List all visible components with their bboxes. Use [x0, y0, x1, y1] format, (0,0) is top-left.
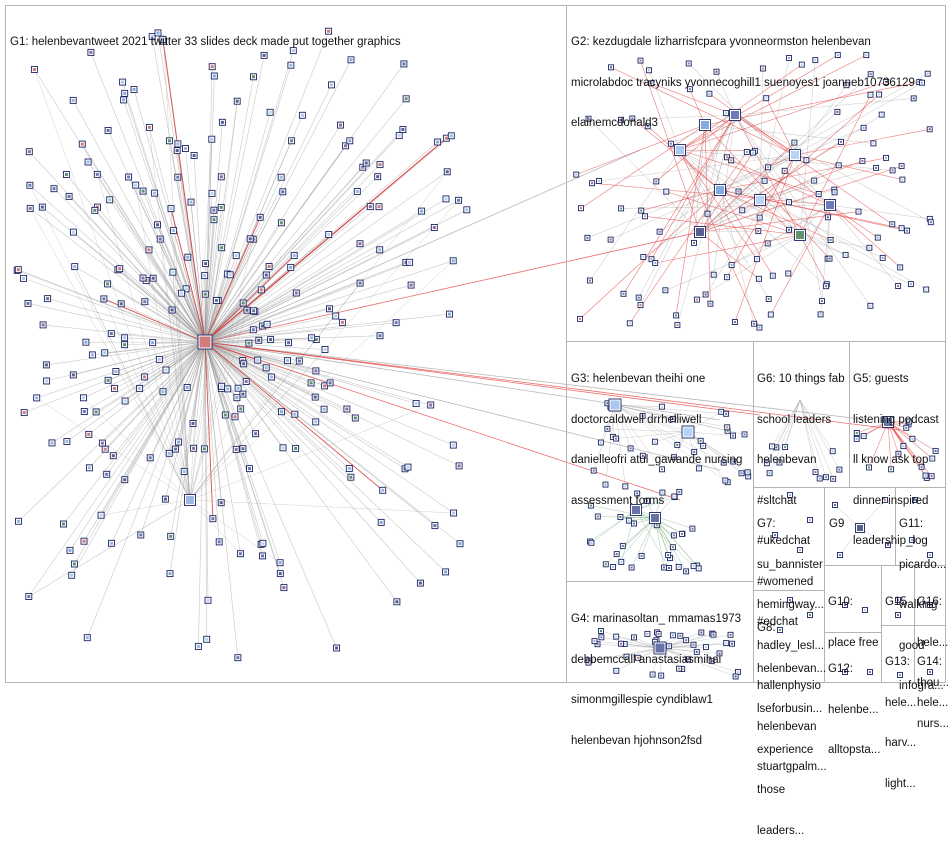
label-line: hele... [885, 697, 916, 711]
label-line: helenbe... [828, 704, 880, 718]
group-box-g12 [824, 632, 882, 683]
label-line: light... [885, 778, 916, 792]
group-box-g11 [895, 487, 946, 566]
label-line: stuartgpalm... [757, 761, 827, 775]
group-box-g3 [566, 341, 754, 582]
label-line: harv... [885, 737, 916, 751]
group-box-g8 [753, 590, 825, 683]
network-graph-canvas: G1: helenbevantweet 2021 twitter 33 slid… [0, 0, 950, 688]
label-line: helenbevan [757, 721, 827, 735]
group-box-g4 [566, 581, 754, 683]
group-box-g10 [824, 565, 882, 633]
group-box-g7 [753, 487, 825, 591]
group-box-g15 [881, 565, 915, 626]
label-line: leaders... [757, 825, 826, 839]
group-box-g9 [824, 487, 896, 566]
label-line: experience [757, 744, 826, 758]
group-box-g14 [914, 625, 946, 683]
label-line: nurs... [917, 718, 949, 732]
group-box-g1 [5, 5, 567, 683]
label-line: lseforbusin... [757, 703, 826, 717]
label-line: those [757, 784, 826, 798]
label-line: helenbevan hjohnson2fsd [571, 735, 741, 749]
group-box-g6 [753, 341, 850, 488]
group-box-g5 [849, 341, 946, 488]
group-box-g16 [914, 565, 946, 626]
label-line: simonmgillespie cyndiblaw1 [571, 694, 741, 708]
group-box-g2 [566, 5, 946, 342]
label-line: alltopsta... [828, 744, 880, 758]
label-line: hele... [917, 697, 948, 711]
group-box-g13 [881, 625, 915, 683]
